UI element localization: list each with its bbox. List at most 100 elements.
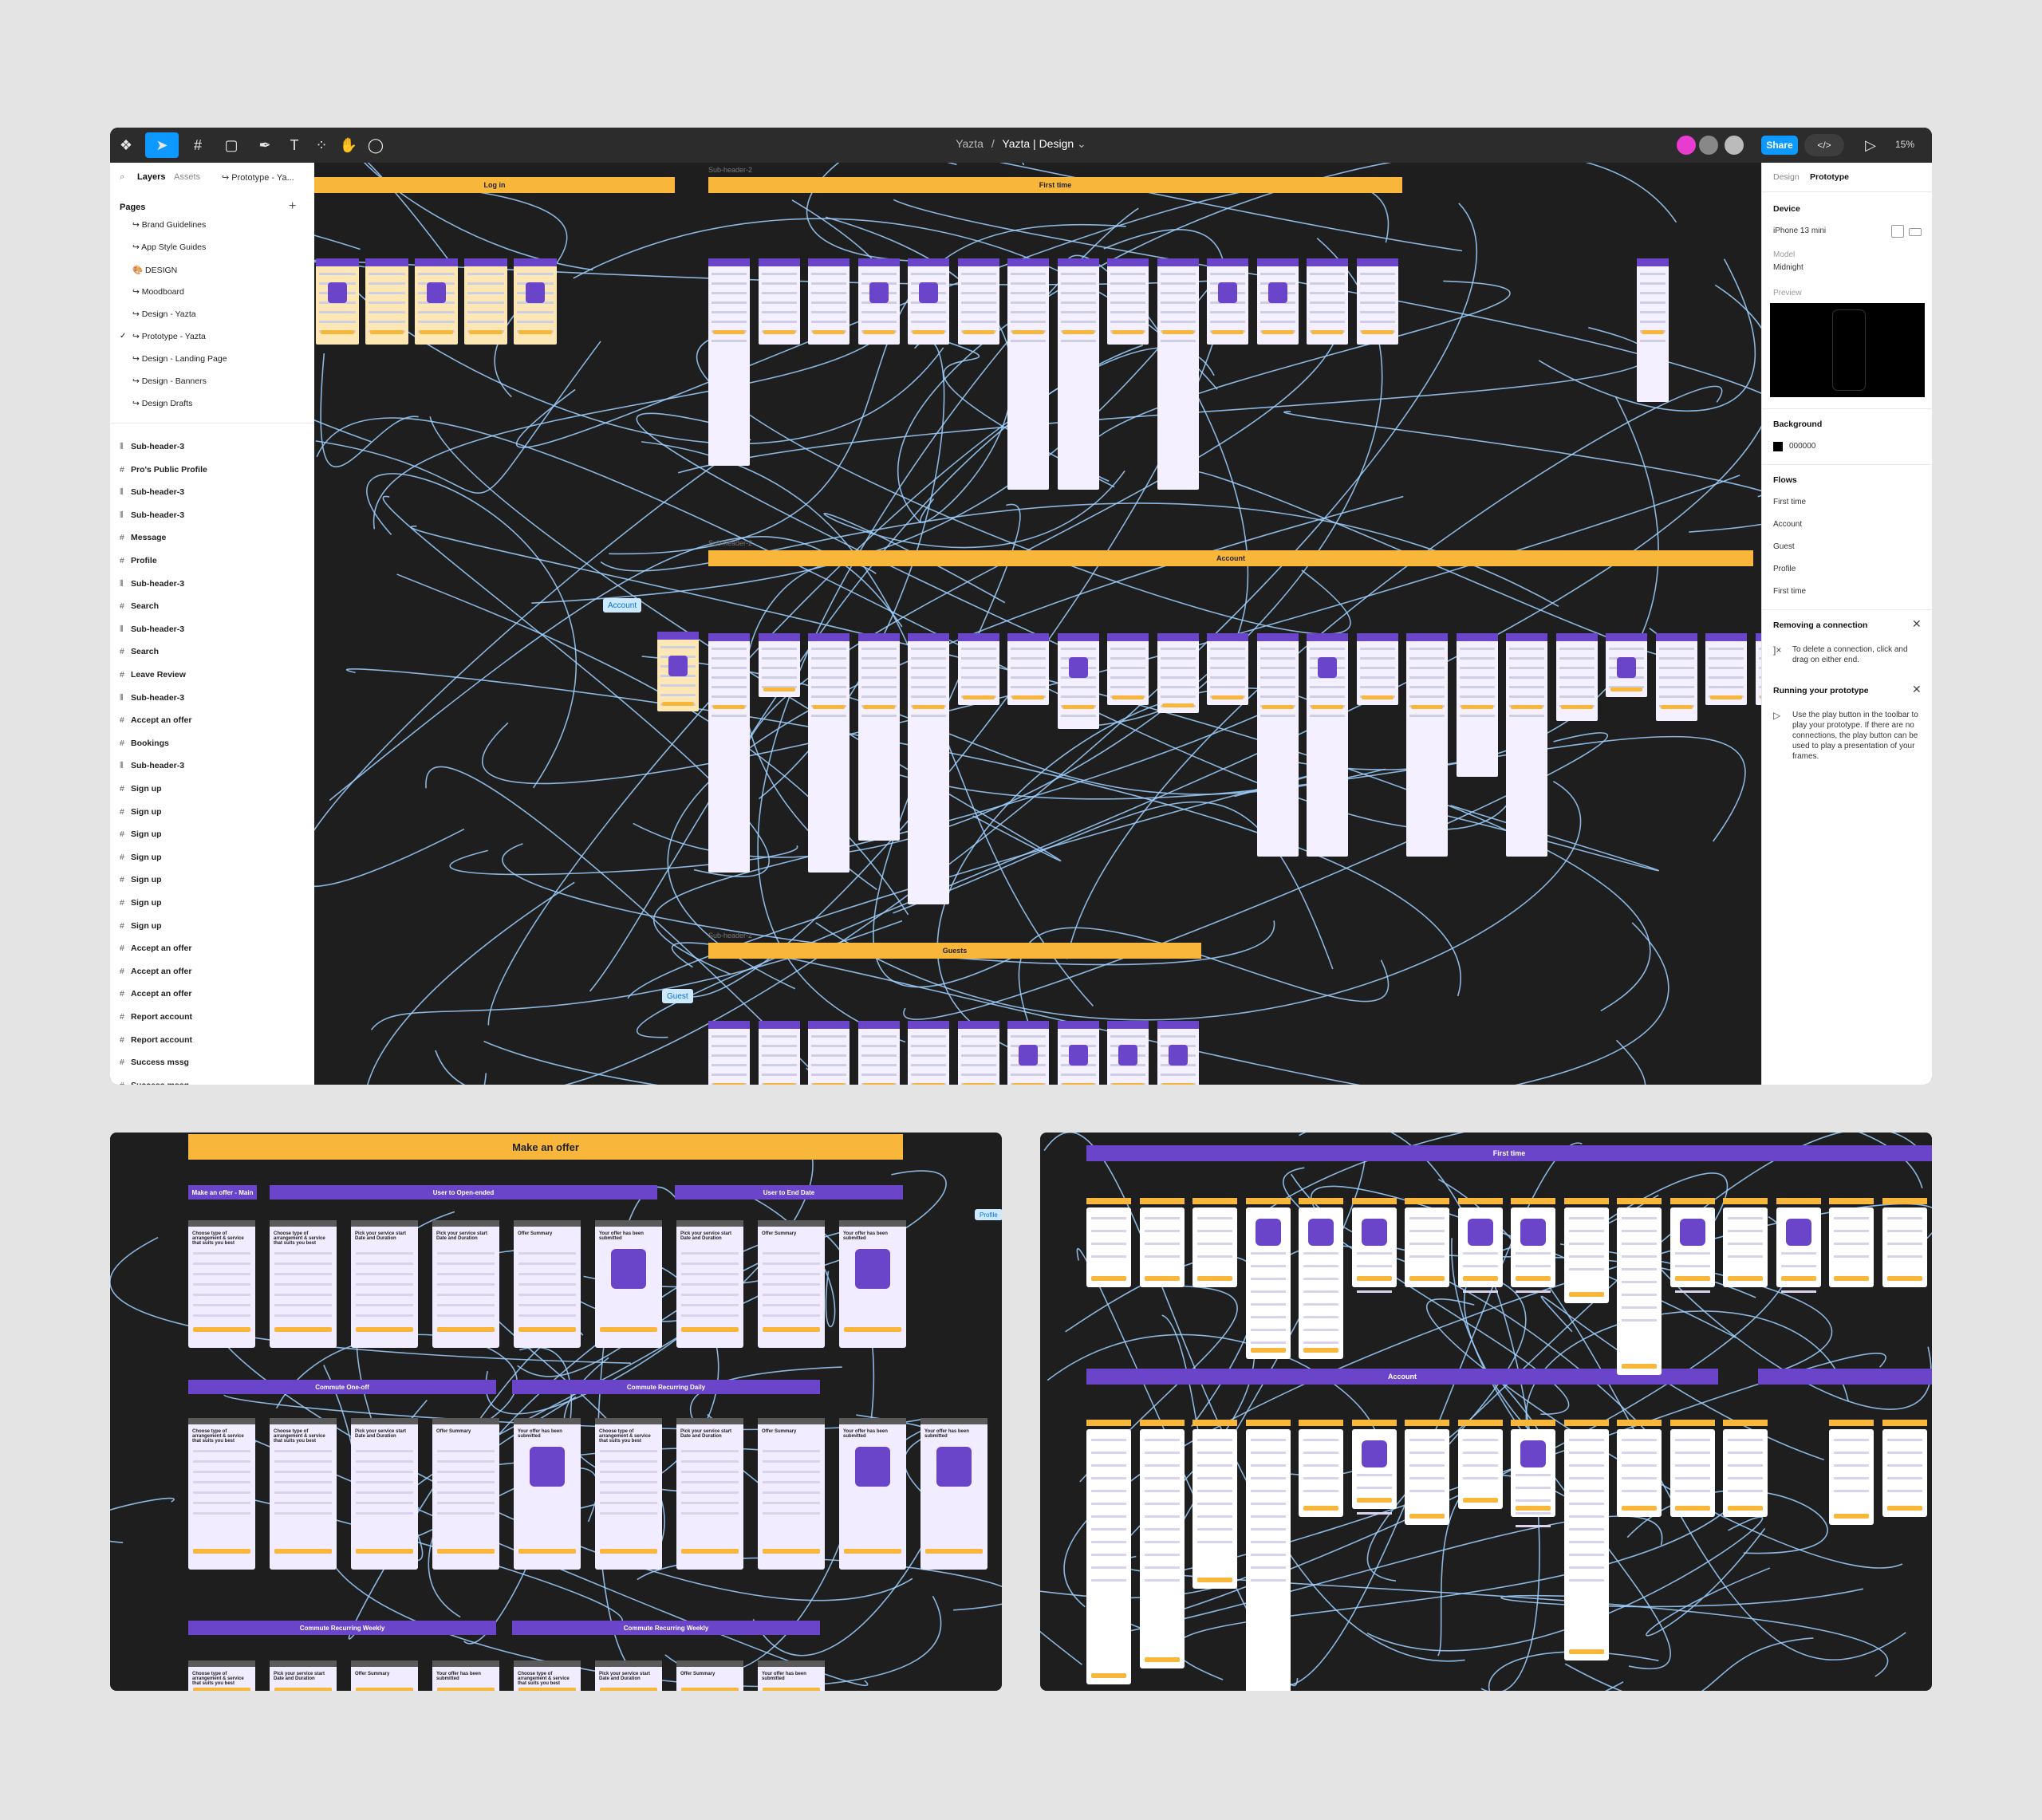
portrait-icon[interactable] (1891, 225, 1904, 238)
flow-item[interactable]: Profile (1773, 565, 1796, 573)
layer-item[interactable]: #Sign up (120, 784, 162, 794)
screen-frame[interactable] (708, 258, 750, 466)
offer-screen[interactable]: Offer Summary (351, 1660, 418, 1691)
screen-frame[interactable] (1637, 258, 1669, 402)
connection-line[interactable] (483, 922, 1669, 1085)
app-screen[interactable] (1405, 1420, 1449, 1525)
page-item[interactable]: ↪ Brand Guidelines (132, 220, 207, 230)
offer-screen[interactable]: Pick your service start Date and Duratio… (351, 1220, 418, 1348)
offer-screen[interactable]: Choose type of arrangement & service tha… (188, 1660, 255, 1691)
layer-item[interactable]: #Sign up (120, 829, 162, 839)
model-select[interactable]: Midnight (1773, 263, 1804, 272)
page-item[interactable]: ↪ Design - Yazta (132, 309, 196, 319)
frame-tool-icon[interactable]: # (193, 136, 202, 153)
connection-line[interactable] (806, 163, 1025, 262)
shape-tool-icon[interactable]: ▢ (224, 136, 238, 153)
screen-frame[interactable] (908, 258, 949, 345)
app-screen[interactable] (1669, 1198, 1715, 1293)
avatar[interactable] (1725, 136, 1744, 155)
screen-frame[interactable] (957, 633, 999, 705)
offer-screen[interactable]: Choose type of arrangement & service tha… (270, 1220, 337, 1348)
canvas[interactable]: Log in First time Account Guests Sub-hea… (314, 163, 1761, 1085)
page-item-current[interactable]: ↪ Prototype - Yazta (132, 332, 206, 341)
screen-frame[interactable] (908, 633, 949, 904)
section-account[interactable]: Account (708, 550, 1753, 566)
page-item[interactable]: 🎨 DESIGN (132, 265, 177, 275)
avatar[interactable] (1699, 136, 1718, 155)
screen-frame[interactable] (1057, 258, 1099, 490)
layer-item[interactable]: #Leave Review (120, 670, 186, 680)
screen-frame[interactable] (957, 258, 999, 345)
connection-line[interactable] (1500, 1588, 1864, 1608)
offer-screen[interactable]: Choose type of arrangement & service tha… (188, 1418, 255, 1570)
layer-item[interactable]: ⦀Sub-header-3 (120, 761, 184, 771)
offer-screen[interactable]: Your offer has been submitted (758, 1660, 825, 1691)
screen-frame[interactable] (857, 633, 900, 841)
screen-frame[interactable] (758, 1021, 800, 1085)
tab-layers[interactable]: Layers (137, 172, 166, 182)
screen-frame[interactable] (365, 258, 408, 345)
connection-line[interactable] (449, 845, 798, 876)
connection-line[interactable] (1425, 1133, 1917, 1450)
connection-line[interactable] (740, 309, 1343, 766)
connection-line[interactable] (1066, 385, 1723, 959)
app-screen[interactable] (1511, 1198, 1555, 1293)
screen-frame[interactable] (1356, 258, 1398, 345)
screen-frame[interactable] (1107, 633, 1149, 705)
flow-start-guest[interactable]: Guest (662, 989, 693, 1003)
connection-line[interactable] (1248, 1133, 1923, 1224)
screen-frame[interactable] (1107, 258, 1149, 345)
page-item[interactable]: ↪ Design - Landing Page (132, 354, 227, 364)
flow-start-profile[interactable]: Profile (975, 1209, 1002, 1220)
layer-item[interactable]: #Message (120, 533, 166, 542)
connection-line[interactable] (315, 341, 601, 494)
app-screen[interactable] (1351, 1198, 1397, 1293)
app-screen[interactable] (1617, 1420, 1662, 1517)
connection-line[interactable] (1646, 1527, 1771, 1637)
connection-line[interactable] (110, 1497, 175, 1543)
offer-screen[interactable]: Choose type of arrangement & service tha… (595, 1418, 662, 1570)
screen-frame[interactable] (857, 258, 900, 345)
app-screen[interactable] (1723, 1198, 1768, 1287)
flow-item[interactable]: Account (1773, 520, 1803, 529)
app-screen[interactable] (1669, 1420, 1715, 1517)
layer-item[interactable]: #Accept an offer (120, 967, 191, 976)
connection-line[interactable] (1413, 805, 1659, 872)
app-screen[interactable] (1245, 1198, 1291, 1359)
screen-frame[interactable] (1755, 633, 1761, 705)
share-button[interactable]: Share (1761, 136, 1798, 155)
screen-frame[interactable] (908, 1021, 949, 1085)
app-screen[interactable] (1139, 1198, 1185, 1287)
screen-frame[interactable] (415, 258, 458, 345)
offer-screen[interactable]: Choose type of arrangement & service tha… (270, 1418, 337, 1570)
offer-screen[interactable]: Your offer has been submitted (595, 1220, 662, 1348)
layer-item[interactable]: #Sign up (120, 853, 162, 862)
page-item[interactable]: ↪ Moodboard (132, 287, 184, 297)
offer-screen[interactable]: Your offer has been submitted (839, 1418, 906, 1570)
connection-line[interactable] (370, 920, 903, 1030)
connection-line[interactable] (823, 163, 1463, 252)
screen-frame[interactable] (1256, 258, 1299, 345)
app-screen[interactable] (1139, 1420, 1185, 1668)
layer-item[interactable]: #Search (120, 601, 159, 611)
offer-screen[interactable]: Choose type of arrangement & service tha… (188, 1220, 255, 1348)
screen-frame[interactable] (1606, 633, 1647, 697)
screen-frame[interactable] (1057, 633, 1099, 729)
offer-screen[interactable]: Pick your service start Date and Duratio… (432, 1220, 499, 1348)
offer-screen[interactable]: Offer Summary (514, 1220, 581, 1348)
offer-screen[interactable]: Pick your service start Date and Duratio… (676, 1220, 743, 1348)
offer-screen[interactable]: Your offer has been submitted (514, 1418, 581, 1570)
screen-frame[interactable] (1207, 633, 1248, 705)
connection-line[interactable] (481, 475, 1740, 785)
zoom-level[interactable]: 15% (1895, 139, 1915, 150)
screen-frame[interactable] (1107, 1021, 1149, 1085)
screen-frame[interactable] (1157, 258, 1199, 490)
screen-frame[interactable] (316, 258, 359, 345)
layer-item[interactable]: #Sign up (120, 898, 162, 908)
layer-item[interactable]: #Accept an offer (120, 715, 191, 725)
layer-item[interactable]: #Sign up (120, 807, 162, 817)
screen-frame[interactable] (1655, 633, 1697, 721)
offer-screen[interactable]: Pick your service start Date and Duratio… (270, 1660, 337, 1691)
layer-item[interactable]: #Bookings (120, 739, 169, 748)
app-screen[interactable] (1511, 1420, 1555, 1527)
